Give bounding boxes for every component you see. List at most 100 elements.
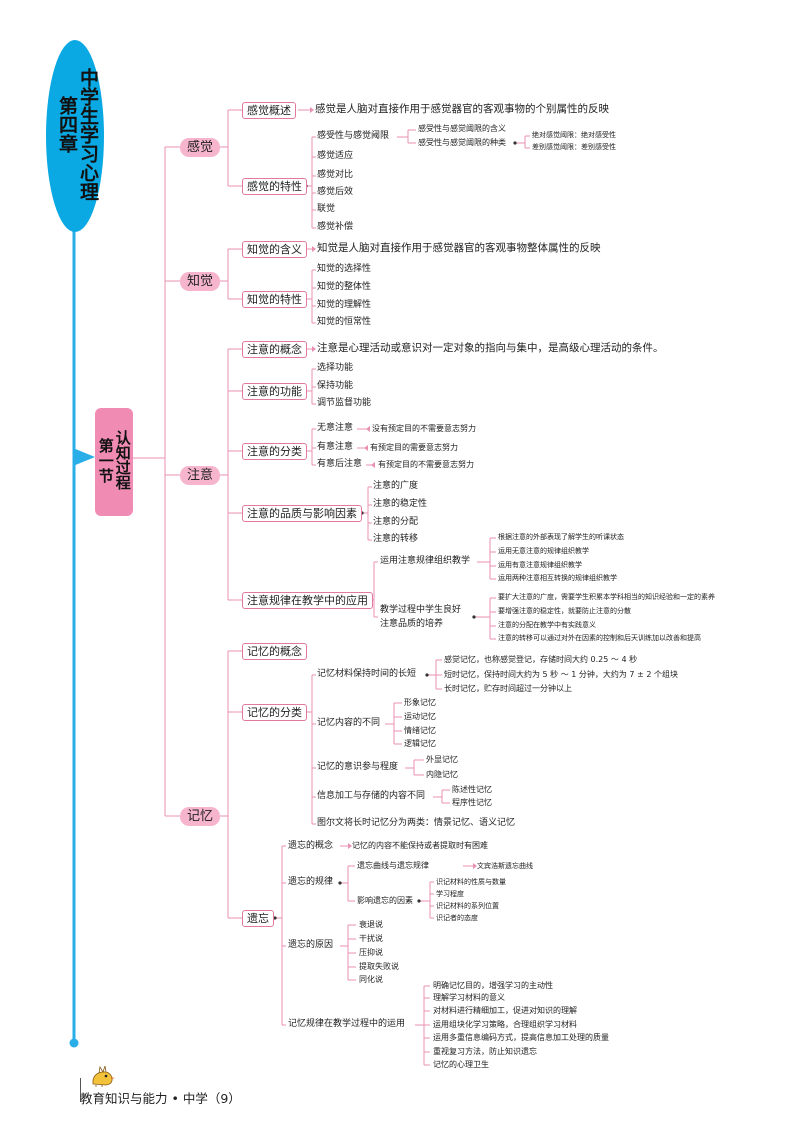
- jiyi-shijian-2: 长时记忆，贮存时间超过一分钟以上: [444, 684, 572, 693]
- node-jiyi: 记忆: [180, 807, 221, 826]
- zhuyi-zuzhi-1: 运用无意注意的规律组织教学: [498, 547, 589, 555]
- jiyi-yishi-0: 外显记忆: [426, 755, 458, 764]
- node-zhijue: 知觉: [180, 272, 221, 291]
- yiwang-definition: 记忆的内容不能保持或者提取时有困难: [352, 841, 488, 850]
- node-yiwang: 遗忘: [242, 910, 274, 927]
- yiwang-yuanyin-1: 干扰说: [359, 934, 383, 943]
- zhuyi-houyi: 有意后注意: [317, 459, 363, 469]
- node-zhuyi-gainian: 注意的概念: [242, 341, 307, 358]
- zhuyi-pinzhi-1: 注意的稳定性: [373, 499, 428, 509]
- jiyi-neirong-1: 运动记忆: [404, 712, 436, 721]
- ganjue-definition: 感觉是人脑对直接作用于感觉器官的客观事物的个别属性的反映: [315, 103, 609, 115]
- zhuyi-zuzhi-3: 运用两种注意相互转换的规律组织教学: [498, 574, 617, 582]
- node-ganjue-gaishu: 感觉概述: [242, 102, 296, 119]
- zhuyi-houyi-desc: 有预定目的不需要意志努力: [378, 460, 474, 469]
- yiwang-guilv: 遗忘的规律: [288, 877, 334, 887]
- yiwang-yingyong-0: 明确记忆目的，增强学习的主动性: [433, 981, 553, 990]
- ganjue-yuzhi-hanyi: 感受性与感觉阈限的含义: [418, 124, 506, 133]
- jiyi-xinxi: 信息加工与存储的内容不同: [317, 791, 426, 801]
- ganjue-juedui: 绝对感觉阈限：绝对感受性: [532, 131, 616, 139]
- node-zhuyi-fenlei: 注意的分类: [242, 443, 307, 460]
- yiwang-yingyong-4: 运用多重信息编码方式，提高信息加工处理的质量: [433, 1033, 609, 1042]
- zhijue-definition: 知觉是人脑对直接作用于感觉器官的客观事物整体属性的反映: [317, 242, 601, 254]
- section-number: 第一节: [96, 438, 115, 483]
- jiyi-shijian-0: 感觉记忆，也称感觉登记，存储时间大约 0.25 ～ 4 秒: [444, 655, 638, 664]
- zhuyi-peiyang-item-3: 注意的转移可以通过对外在因素的控制和后天训练加以改善和提高: [498, 634, 701, 642]
- ganjue-shiying: 感觉适应: [317, 151, 354, 161]
- ganjue-houxiao: 感觉后效: [317, 187, 354, 197]
- footer-divider: [80, 1078, 81, 1102]
- jiyi-yishi-1: 内隐记忆: [426, 770, 458, 779]
- zhuyi-youyi: 有意注意: [317, 442, 354, 452]
- ganjue-buchang: 感觉补偿: [317, 222, 354, 232]
- zhuyi-peiyang-item-1: 要增强注意的稳定性，就要防止注意的分散: [498, 607, 631, 615]
- ganjue-duibi: 感觉对比: [317, 170, 354, 180]
- zhijue-item-0: 知觉的选择性: [317, 264, 372, 274]
- yiwang-gainian: 遗忘的概念: [288, 841, 334, 851]
- yiwang-yinsu-0: 识记材料的性质与数量: [436, 878, 506, 886]
- footer-text: 教育知识与能力 • 中学（9）: [80, 1091, 241, 1106]
- jiyi-xinxi-0: 陈述性记忆: [452, 785, 492, 794]
- zhuyi-zuzhi-0: 根据注意的外部表现了解学生的听课状态: [498, 533, 624, 541]
- jiyi-shijian: 记忆材料保持时间的长短: [317, 669, 417, 679]
- section-title-text: 认知过程: [113, 430, 132, 490]
- yiwang-yinsu-1: 学习程度: [436, 890, 464, 898]
- node-zhuyi-jiaoxue: 注意规律在教学中的应用: [242, 592, 373, 609]
- yiwang-quxian: 遗忘曲线与遗忘规律: [357, 861, 429, 870]
- ganjue-yuzhi: 感受性与感觉阈限: [317, 131, 390, 141]
- jiyi-neirong-2: 情绪记忆: [404, 726, 436, 735]
- chapter-oval: 第四章 中学生学习心理: [46, 40, 104, 232]
- yiwang-yuanyin: 遗忘的原因: [288, 940, 334, 950]
- zhuyi-zuzhi: 运用注意规律组织教学: [380, 556, 471, 566]
- section-number-text: 第一节: [96, 438, 115, 483]
- zhuyi-definition: 注意是心理活动或意识对一定对象的指向与集中，是高级心理活动的条件。: [317, 342, 664, 354]
- yiwang-yingyong-3: 运用组块化学习策略，合理组织学习材料: [433, 1020, 577, 1029]
- node-jiyi-gainian: 记忆的概念: [242, 643, 307, 660]
- yiwang-yingyong-5: 重视复习方法，防止知识遗忘: [433, 1047, 537, 1056]
- zhuyi-gongneng-0: 选择功能: [317, 363, 354, 373]
- zhuyi-peiyang-2: 注意品质的培养: [380, 619, 444, 629]
- zhuyi-gongneng-1: 保持功能: [317, 381, 354, 391]
- node-jiyi-fenlei: 记忆的分类: [242, 704, 307, 721]
- jiyi-neirong-3: 逻辑记忆: [404, 739, 436, 748]
- jiyi-tuerwen: 图尔文将长时记忆分为两类：情景记忆、语义记忆: [317, 818, 516, 828]
- zhuyi-peiyang-1: 教学过程中学生良好: [380, 605, 462, 615]
- section-box: 第一节 认知过程: [95, 408, 133, 516]
- node-ganjue-texing: 感觉的特性: [242, 178, 307, 195]
- yiwang-yingyong-6: 记忆的心理卫生: [433, 1060, 489, 1069]
- yiwang-yingyong: 记忆规律在教学过程中的运用: [288, 1019, 406, 1029]
- zhuyi-youyi-desc: 有预定目的需要意志努力: [370, 443, 458, 452]
- section-title: 认知过程: [113, 430, 132, 490]
- zhijue-item-3: 知觉的恒常性: [317, 317, 372, 327]
- yiwang-quxian-desc: 文宾浩斯遗忘曲线: [477, 862, 533, 870]
- zhuyi-gongneng-2: 调节监督功能: [317, 398, 372, 408]
- zhuyi-wuyi: 无意注意: [317, 423, 354, 433]
- node-zhuyi: 注意: [180, 466, 221, 485]
- zhijue-item-2: 知觉的理解性: [317, 300, 372, 310]
- yiwang-yuanyin-3: 提取失败说: [359, 962, 399, 971]
- zhuyi-zuzhi-2: 运用有意注意规律组织教学: [498, 561, 582, 569]
- zhuyi-wuyi-desc: 没有预定目的不需要意志努力: [372, 424, 476, 433]
- chapter-number-text: 第四章: [55, 96, 78, 153]
- yiwang-yingyong-2: 对材料进行精细加工，促进对知识的理解: [433, 1006, 577, 1015]
- yiwang-yinsu: 影响遗忘的因素: [357, 896, 413, 905]
- node-zhuyi-gongneng: 注意的功能: [242, 383, 307, 400]
- yiwang-yuanyin-0: 衰退说: [359, 920, 383, 929]
- zhuyi-pinzhi-0: 注意的广度: [373, 481, 419, 491]
- bird-mascot-icon: [92, 1065, 115, 1087]
- zhuyi-peiyang-item-0: 要扩大注意的广度，需要学生积累本学科相当的知识经验和一定的素养: [498, 593, 715, 601]
- chapter-title: 中学生学习心理: [77, 68, 99, 201]
- jiyi-neirong-0: 形象记忆: [404, 698, 436, 707]
- node-ganjue: 感觉: [180, 138, 221, 157]
- chapter-number: 第四章: [55, 96, 78, 153]
- yiwang-yinsu-2: 识记材料的系列位置: [436, 902, 499, 910]
- yiwang-yinsu-3: 识记者的态度: [436, 914, 478, 922]
- jiyi-yishi: 记忆的意识参与程度: [317, 762, 399, 772]
- jiyi-shijian-1: 短时记忆，保持时间大约为 5 秒 ～ 1 分钟，大约为 7 ± 2 个组块: [444, 670, 678, 679]
- ganjue-chabie: 差别感觉阈限：差别感受性: [532, 143, 616, 151]
- yiwang-yingyong-1: 理解学习材料的意义: [433, 993, 505, 1002]
- yiwang-yuanyin-2: 压抑说: [359, 948, 383, 957]
- zhijue-item-1: 知觉的整体性: [317, 282, 372, 292]
- zhuyi-pinzhi-3: 注意的转移: [373, 534, 419, 544]
